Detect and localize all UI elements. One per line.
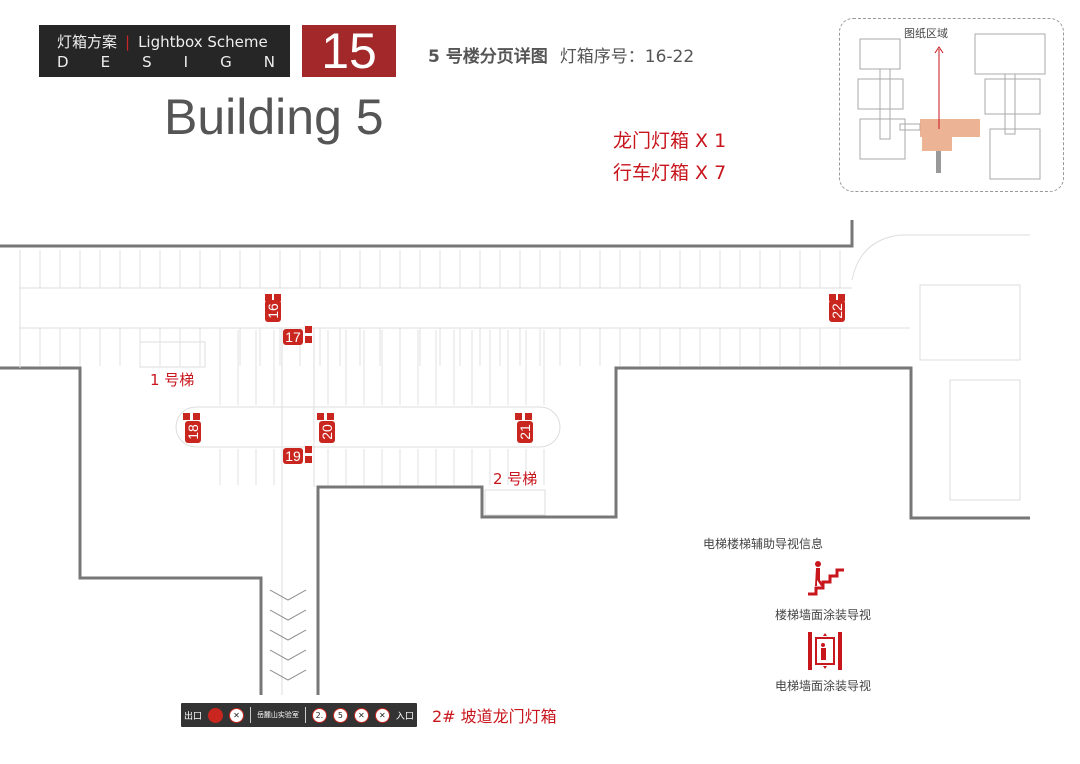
elevator-legend-label: 电梯墙面涂装导视 (775, 679, 872, 693)
sign-number: 19 (285, 448, 301, 464)
sign-number: 17 (285, 329, 301, 345)
lightbox-sign-21[interactable]: 21 (517, 421, 533, 443)
face-marker (305, 456, 312, 463)
letter: I (183, 53, 189, 71)
gantry-caption: 2# 坡道龙门灯箱 (432, 707, 557, 726)
face-marker (327, 413, 334, 420)
outer-wall-top (0, 220, 854, 248)
sign-number: 18 (185, 424, 201, 440)
minimap-drawing (857, 33, 1046, 180)
legend-title: 电梯楼梯辅助导视信息 (703, 537, 824, 551)
entrance-label: 入口 (395, 711, 414, 722)
stairs-icon (808, 561, 844, 596)
sign-number: 21 (517, 424, 533, 440)
ramp-arrows (269, 589, 307, 681)
letter: D (57, 53, 69, 71)
face-marker (838, 294, 845, 301)
speed-limit-icon: 5 (332, 707, 348, 723)
face-marker (305, 446, 312, 453)
letter: N (263, 53, 275, 71)
sign-number: 22 (829, 303, 845, 319)
elevator-1-label: 1 号梯 (150, 371, 195, 389)
face-marker (305, 326, 312, 333)
design-letters: D E S I G N (57, 53, 275, 71)
subtitle-bold: 5 号楼分页详图 (428, 47, 548, 67)
lightbox-sign-20[interactable]: 20 (319, 421, 335, 443)
face-marker (525, 413, 532, 420)
elevator-icon (808, 632, 842, 670)
lightbox-sign-17[interactable]: 17 (283, 329, 303, 345)
lightbox-sign-19[interactable]: 19 (283, 448, 303, 464)
face-marker (193, 413, 200, 420)
lightbox-sign-22[interactable]: 22 (829, 300, 845, 322)
no-entry-icon (207, 707, 223, 723)
face-marker (265, 294, 272, 301)
sign-number: 20 (319, 424, 335, 440)
face-marker (515, 413, 522, 420)
minimap-label: 图纸区域 (904, 27, 948, 40)
lightbox-sign-16[interactable]: 16 (265, 300, 281, 322)
letter: E (100, 53, 111, 71)
page-subtitle: 5 号楼分页详图灯箱序号：16-22 (428, 42, 694, 67)
minimap: 图纸区域 (839, 18, 1064, 192)
parking-stalls (39, 250, 841, 485)
divider (304, 707, 306, 723)
gantry-sign: 出口 ✕ 岳麓山实验室 2. 5 ✕ ✕ 入口 (181, 703, 417, 727)
face-marker (274, 294, 281, 301)
divider (249, 707, 251, 723)
gantry-count: 龙门灯箱 X 1 (613, 130, 727, 152)
sign-number: 16 (265, 303, 281, 319)
face-marker (317, 413, 324, 420)
no-horn-icon: ✕ (353, 707, 369, 723)
lightbox-sign-18[interactable]: 18 (185, 421, 201, 443)
subtitle-range: 灯箱序号：16-22 (559, 47, 695, 67)
no-pedestrian-icon: ✕ (228, 707, 244, 723)
letter: S (142, 53, 152, 71)
face-marker (183, 413, 190, 420)
stairs-legend-label: 楼梯墙面涂装导视 (775, 608, 872, 622)
height-limit-icon: 2. (311, 707, 327, 723)
exit-label: 出口 (183, 711, 202, 722)
brand-en: Lightbox Scheme (138, 33, 268, 51)
face-marker (305, 336, 312, 343)
driving-count: 行车灯箱 X 7 (613, 162, 727, 184)
brand-cn: 灯箱方案 (57, 33, 118, 51)
no-cycling-icon: ✕ (374, 707, 390, 723)
page-number-badge: 15 (302, 25, 396, 77)
brand-banner: 灯箱方案|Lightbox Scheme D E S I G N (39, 25, 290, 77)
page-title: Building 5 (164, 89, 384, 145)
face-marker (829, 294, 836, 301)
letter: G (220, 53, 232, 71)
elevator-2-label: 2 号梯 (493, 470, 538, 488)
venue-name: 岳麓山实验室 (256, 711, 299, 719)
